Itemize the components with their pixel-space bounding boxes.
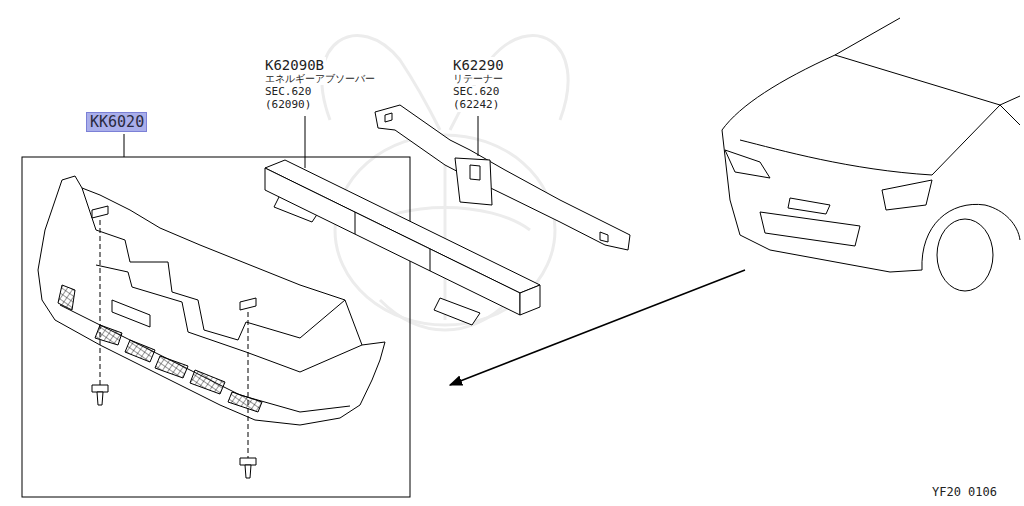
part-label: エネルギーアブソーバー bbox=[263, 73, 377, 85]
part-label: K62290 bbox=[451, 57, 506, 73]
part-label: (62090) bbox=[263, 99, 313, 112]
part-label: K62090B bbox=[263, 57, 326, 73]
part-label: リテーナー bbox=[451, 73, 505, 85]
part-number-highlight: KK6020 bbox=[86, 112, 147, 132]
part-label: SEC.620 bbox=[451, 86, 501, 99]
direction-arrow bbox=[450, 270, 745, 385]
retainer bbox=[375, 105, 630, 250]
clip-fasteners bbox=[92, 206, 256, 478]
figure-code: YF20 0106 bbox=[930, 486, 999, 500]
part-label: (62242) bbox=[451, 99, 501, 112]
leader-line bbox=[305, 116, 306, 168]
part-number: KK6020 bbox=[90, 113, 143, 131]
leader-line bbox=[478, 116, 479, 156]
part-label: SEC.620 bbox=[263, 86, 313, 99]
leader-line bbox=[124, 134, 125, 157]
car-illustration bbox=[722, 18, 1020, 291]
